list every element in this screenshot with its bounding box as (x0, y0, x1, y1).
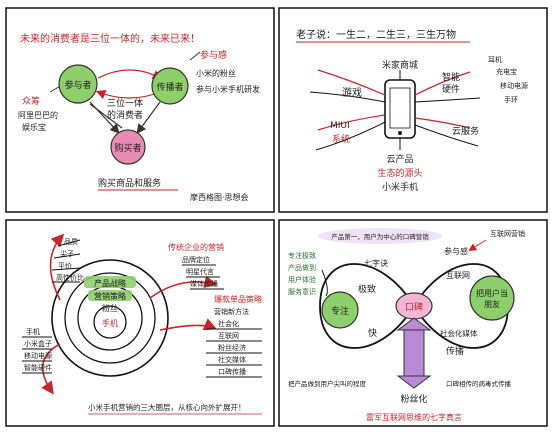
p2-left-1: 游戏 (342, 86, 362, 99)
p3-right-sub-2: 营销新方法 (214, 307, 249, 316)
p3-left-bottom-2: 移动电源 (24, 351, 52, 360)
p1-bottom-label: 购买商品和服务 (98, 177, 161, 189)
p4-left-list-1: 产品做到 (288, 263, 316, 272)
p1-center-line2: 的消费者 (107, 109, 143, 121)
p3-right-2-1: 互联网 (218, 331, 239, 340)
p4-left-list-0: 专注极致 (288, 251, 316, 260)
p3-left-bottom-3: 智能硬件 (24, 363, 52, 372)
p4-bottom-left-note: 把产品做到用户尖叫的程度 (288, 379, 367, 388)
p4-top-note: 产品第一，用户为中心的口碑营销 (331, 232, 429, 241)
p3-left-bottom-0: 手机 (26, 327, 40, 336)
p3-ring-3: 粉丝 (102, 303, 118, 313)
p1-node-spreader (151, 67, 189, 105)
p3-left-top-0: 品质 (64, 237, 78, 246)
p2-bottom-1: 云产品 (386, 153, 413, 165)
p2-right-2: 云服务 (452, 125, 479, 137)
p1-title: 未来的消费者是三位一体的，未来已来！ (20, 32, 200, 45)
p1-node-spreader-label: 传播者 (156, 81, 183, 93)
p1-top-right-note-1: 小米的粉丝 (196, 68, 236, 78)
p4-kw-3: 互联网 (446, 271, 470, 280)
p1-left-label-1: 众筹 (22, 95, 40, 107)
p2-right-tag-2: 移动电源 (500, 81, 528, 90)
panel-frame-1 (5, 7, 275, 213)
p4-arrow-label: 粉丝化 (400, 393, 427, 405)
p3-ring-2: 营销策略 (94, 291, 126, 301)
p4-node-focus-label: 专注 (331, 305, 349, 317)
p3-right-1-0: 品牌定位 (182, 255, 210, 264)
p4-kw-5: 传播 (446, 345, 464, 357)
p4-right-note-2: 互联网营销 (490, 229, 525, 238)
p4-node-focus (321, 291, 359, 329)
p3-right-2-4: 口碑传播 (218, 367, 246, 376)
p3-left-bottom-1: 小米盒子 (24, 339, 52, 348)
p3-footer: 小米手机营销的三大圈层，从核心向外扩展开！ (88, 402, 246, 412)
panel-2: 老子说：一生二，二生三，三生万物 米家商城 游戏 MIUI 系统 智能 硬件 云… (296, 28, 528, 193)
panel-3: 产品战略 营销策略 粉丝 手机 品质 尖子 平价 高性价比 手机 小米盒子 移动… (22, 233, 262, 415)
p1-footer: 摩西格图·思想会 (190, 192, 249, 202)
p4-kw-2: 快 (368, 327, 377, 339)
p2-right-tag-0: 耳机 (488, 55, 502, 64)
p3-right-2-3: 社交媒体 (218, 355, 246, 364)
p4-node-wordofmouth-label: 口碑 (405, 301, 423, 313)
p3-right-header-2: 爆款单品策略 (214, 294, 262, 304)
p2-left-2-line2: 系统 (332, 133, 350, 145)
p4-node-friends-line2: 朋友 (484, 299, 500, 309)
p3-right-1-1: 明星代言 (186, 267, 214, 276)
p2-left-2-line1: MIUI (330, 121, 350, 131)
p4-footer: 雷军互联网思维的七字真言 (366, 412, 462, 422)
p1-node-participant-label: 参与者 (64, 79, 91, 91)
p4-left-list-2: 用户体验 (288, 275, 316, 284)
p1-node-participant (58, 64, 98, 104)
p2-title: 老子说：一生二，二生三，三生万物 (296, 28, 456, 41)
p3-left-top-1: 尖子 (60, 249, 74, 258)
p4-kw-1: 极致 (358, 283, 376, 295)
p2-bottom-3: 小米手机 (382, 181, 418, 193)
panel-4: 专注 口碑 把用户当 朋友 七字诀 极致 快 互联网 社会化媒体 传播 产品第一… (288, 228, 525, 422)
panel-1: 未来的消费者是三位一体的，未来已来！ 参与者 传播者 三位一体 的消费者 购买者… (18, 32, 260, 202)
p3-right-2-0: 社会化 (218, 319, 239, 328)
p4-top-left: 七字诀 (364, 258, 388, 268)
p1-top-right-note-2: 参与小米手机研发 (196, 84, 260, 94)
p3-ring-4: 手机 (102, 318, 118, 328)
p1-center-line1: 三位一体 (107, 97, 143, 109)
p4-right-note-1: 参与感 (444, 246, 468, 256)
p1-left-label-3: 娱乐宝 (22, 122, 46, 132)
p1-node-buyer (110, 129, 146, 165)
p4-kw-4: 社会化媒体 (440, 328, 478, 338)
p4-node-friends-line1: 把用户当 (476, 288, 508, 298)
p2-bottom-2: 生态的源头 (377, 167, 422, 179)
p2-right-1-line2: 硬件 (442, 83, 460, 95)
p1-top-right-label: 参与感 (200, 49, 227, 61)
p2-right-1-line1: 智能 (442, 71, 460, 83)
p3-ring-1: 产品战略 (94, 278, 126, 288)
p1-node-buyer-label: 购买者 (114, 142, 141, 154)
p3-left-top-3: 高性价比 (56, 273, 84, 282)
p2-center-top: 米家商城 (382, 59, 418, 71)
p2-right-tag-3: 手环 (504, 95, 518, 104)
p3-right-1-2: 媒体传播 (190, 279, 218, 288)
p1-left-label-2: 阿里巴巴的 (18, 110, 58, 120)
p4-fan-arrow (403, 327, 425, 379)
p4-left-list-3: 服务意识 (288, 287, 316, 296)
p3-right-header-1: 传统企业的营销 (168, 242, 224, 252)
p2-right-tag-1: 充电宝 (496, 67, 517, 76)
p3-left-top-2: 平价 (58, 262, 72, 270)
p3-right-2-2: 粉丝经济 (218, 343, 246, 352)
p4-node-friends (469, 275, 515, 321)
p4-bottom-right-note: 口碑相传的病毒式传播 (446, 379, 512, 388)
